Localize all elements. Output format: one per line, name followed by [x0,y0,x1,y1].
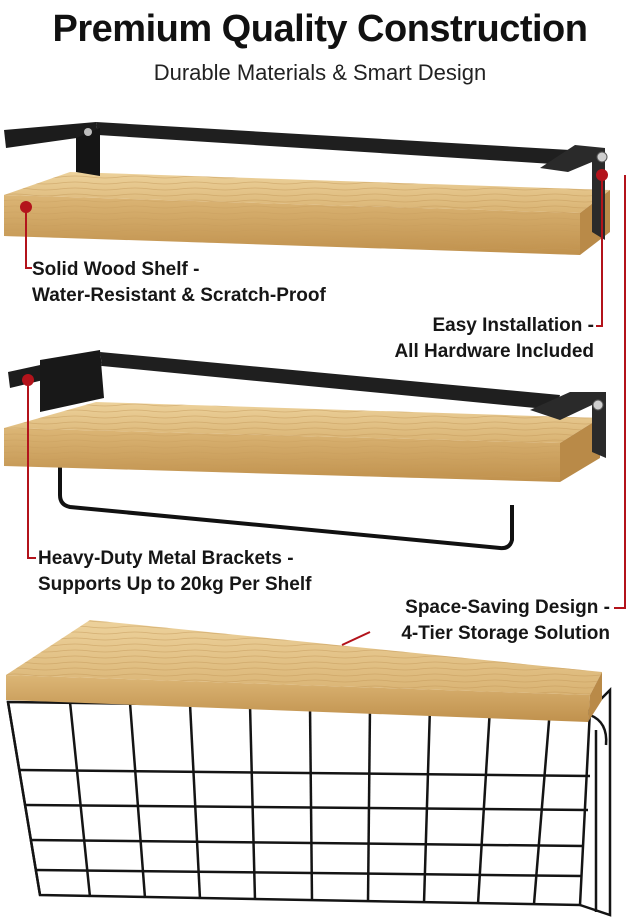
callout-wood-shelf: Solid Wood Shelf - Water-Resistant & Scr… [32,257,326,309]
callout-line-brackets [27,380,36,559]
callout-install-line2: All Hardware Included [394,341,594,362]
towel-bar [58,462,514,551]
shelf-rail-top [4,122,608,240]
wood-shelf-top [4,172,610,255]
callout-dot-wood [20,201,32,213]
callout-space-line1: Space-Saving Design - [405,597,610,618]
callout-install-line1: Easy Installation - [432,315,594,336]
callout-line-install [596,175,603,327]
callout-line-wood [25,207,32,269]
page-title: Premium Quality Construction [52,8,588,50]
wire-basket [6,686,612,917]
callout-easy-installation: Easy Installation - All Hardware Include… [394,313,594,365]
callout-dot-brackets [22,374,34,386]
wood-shelf-bottom [6,620,602,722]
callout-line-space [341,175,626,646]
callout-space-line2: 4-Tier Storage Solution [401,623,610,644]
callout-dot-install [596,169,608,181]
wood-shelf-middle [4,402,600,482]
callout-brackets-line2: Supports Up to 20kg Per Shelf [38,574,312,595]
callout-brackets-line1: Heavy-Duty Metal Brackets - [38,548,294,569]
callout-space-saving: Space-Saving Design - 4-Tier Storage Sol… [401,595,610,647]
callout-wood-line1: Solid Wood Shelf - [32,259,200,280]
callout-metal-brackets: Heavy-Duty Metal Brackets - Supports Up … [38,546,311,598]
callout-wood-line2: Water-Resistant & Scratch-Proof [32,285,326,306]
page-subtitle: Durable Materials & Smart Design [153,60,487,85]
